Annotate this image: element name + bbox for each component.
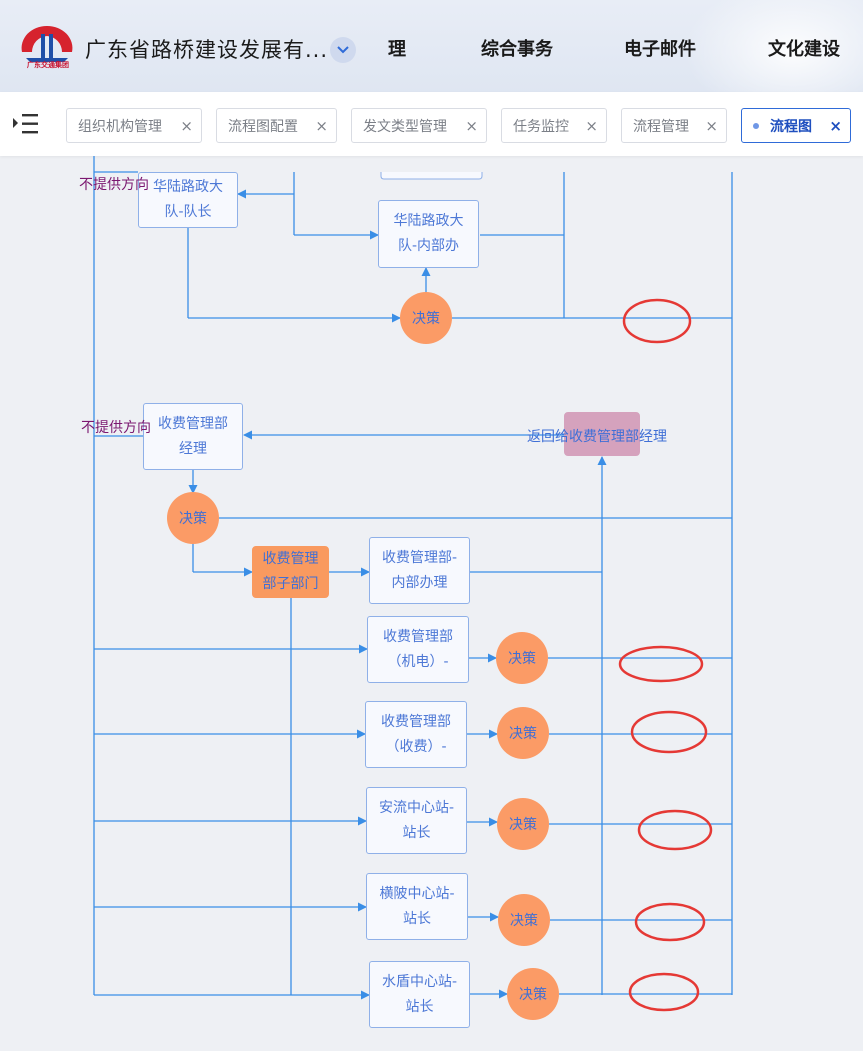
node-hengling-station[interactable]: 横陂中心站-站长 [366,873,468,940]
close-icon[interactable]: × [465,117,478,135]
tab-flowchart-config[interactable]: 流程图配置 × [216,108,337,143]
org-title: 广东省路桥建设发展有... [85,38,329,62]
menu-collapse-icon[interactable] [12,112,40,136]
node-label: 收费管理部-内部办理 [381,549,458,591]
node-label: 安流中心站-站长 [378,799,455,841]
company-logo [21,25,73,62]
node-label: 水盾中心站-站长 [381,973,458,1015]
tab-task-monitor[interactable]: 任务监控 × [501,108,607,143]
tab-label: 流程管理 [633,118,689,135]
node-label: 收费管理部（机电）- [383,628,453,670]
node-toll-mech[interactable]: 收费管理部（机电）- [367,616,469,683]
decision-node[interactable]: 决策 [400,292,452,344]
org-dropdown-button[interactable] [330,37,356,63]
active-dot [753,122,759,129]
node-shuidun-station[interactable]: 水盾中心站-站长 [369,961,470,1028]
tab-label: 任务监控 [513,118,569,135]
close-icon[interactable]: × [315,117,328,135]
highlight-circles [618,298,713,1012]
decision-node[interactable]: 决策 [497,798,549,850]
edge-label-no-direction: 不提供方向 [81,420,151,436]
nav-item-partial[interactable]: 理 [388,39,406,60]
edge-label-no-direction: 不提供方向 [79,177,149,193]
decision-node[interactable]: 决策 [497,707,549,759]
node-toll-sub-dept[interactable]: 收费管理部子部门 [252,546,329,598]
node-toll-office[interactable]: 收费管理部-内部办理 [369,537,470,604]
nav-item-general-affairs[interactable]: 综合事务 [481,39,553,60]
node-label: 横陂中心站-站长 [379,885,455,927]
tab-label: 组织机构管理 [78,118,162,135]
flowchart-canvas[interactable]: 华陆路政大队-队长 华陆路政大队-内部办 决策 收费管理部经理 决策 收费管理部… [0,156,863,1051]
tab-org-management[interactable]: 组织机构管理 × [66,108,202,143]
nav-item-email[interactable]: 电子邮件 [624,39,696,60]
decision-node[interactable]: 决策 [498,894,550,946]
logo-caption: 广东交通集团 [27,61,69,69]
tab-label: 流程图 [770,118,812,135]
node-label: 收费管理部（收费）- [381,713,451,755]
close-icon[interactable]: × [585,117,598,135]
header-glow [683,0,863,92]
chevron-down-icon [337,46,349,54]
node-toll-manager[interactable]: 收费管理部经理 [143,403,243,470]
tab-doc-type-management[interactable]: 发文类型管理 × [351,108,487,143]
node-return-marker[interactable] [564,412,640,456]
tab-process-management[interactable]: 流程管理 × [621,108,727,143]
node-huali-captain[interactable]: 华陆路政大队-队长 [138,172,238,228]
node-toll-fee[interactable]: 收费管理部（收费）- [365,701,467,768]
tab-label: 发文类型管理 [363,118,447,135]
app-header [0,0,863,92]
tab-flowchart[interactable]: 流程图 × [741,108,851,143]
decision-node[interactable]: 决策 [496,632,548,684]
node-label: 收费管理部经理 [158,415,228,457]
node-label: 收费管理部子部门 [262,551,319,592]
nav-item-culture[interactable]: 文化建设 [768,39,840,60]
decision-node[interactable]: 决策 [507,968,559,1020]
node-anliu-station[interactable]: 安流中心站-站长 [366,787,467,854]
close-icon[interactable]: × [829,117,842,135]
flowchart-edges [93,156,733,1012]
tab-label: 流程图配置 [228,118,298,135]
close-icon[interactable]: × [180,117,193,135]
node-huali-office[interactable]: 华陆路政大队-内部办 [378,200,479,268]
node-label: 华陆路政大队-内部办 [393,213,464,254]
close-icon[interactable]: × [705,117,718,135]
decision-node[interactable]: 决策 [167,492,219,544]
return-label: 返回给收费管理部经理 [527,429,667,445]
node-label: 华陆路政大队-队长 [153,179,223,220]
